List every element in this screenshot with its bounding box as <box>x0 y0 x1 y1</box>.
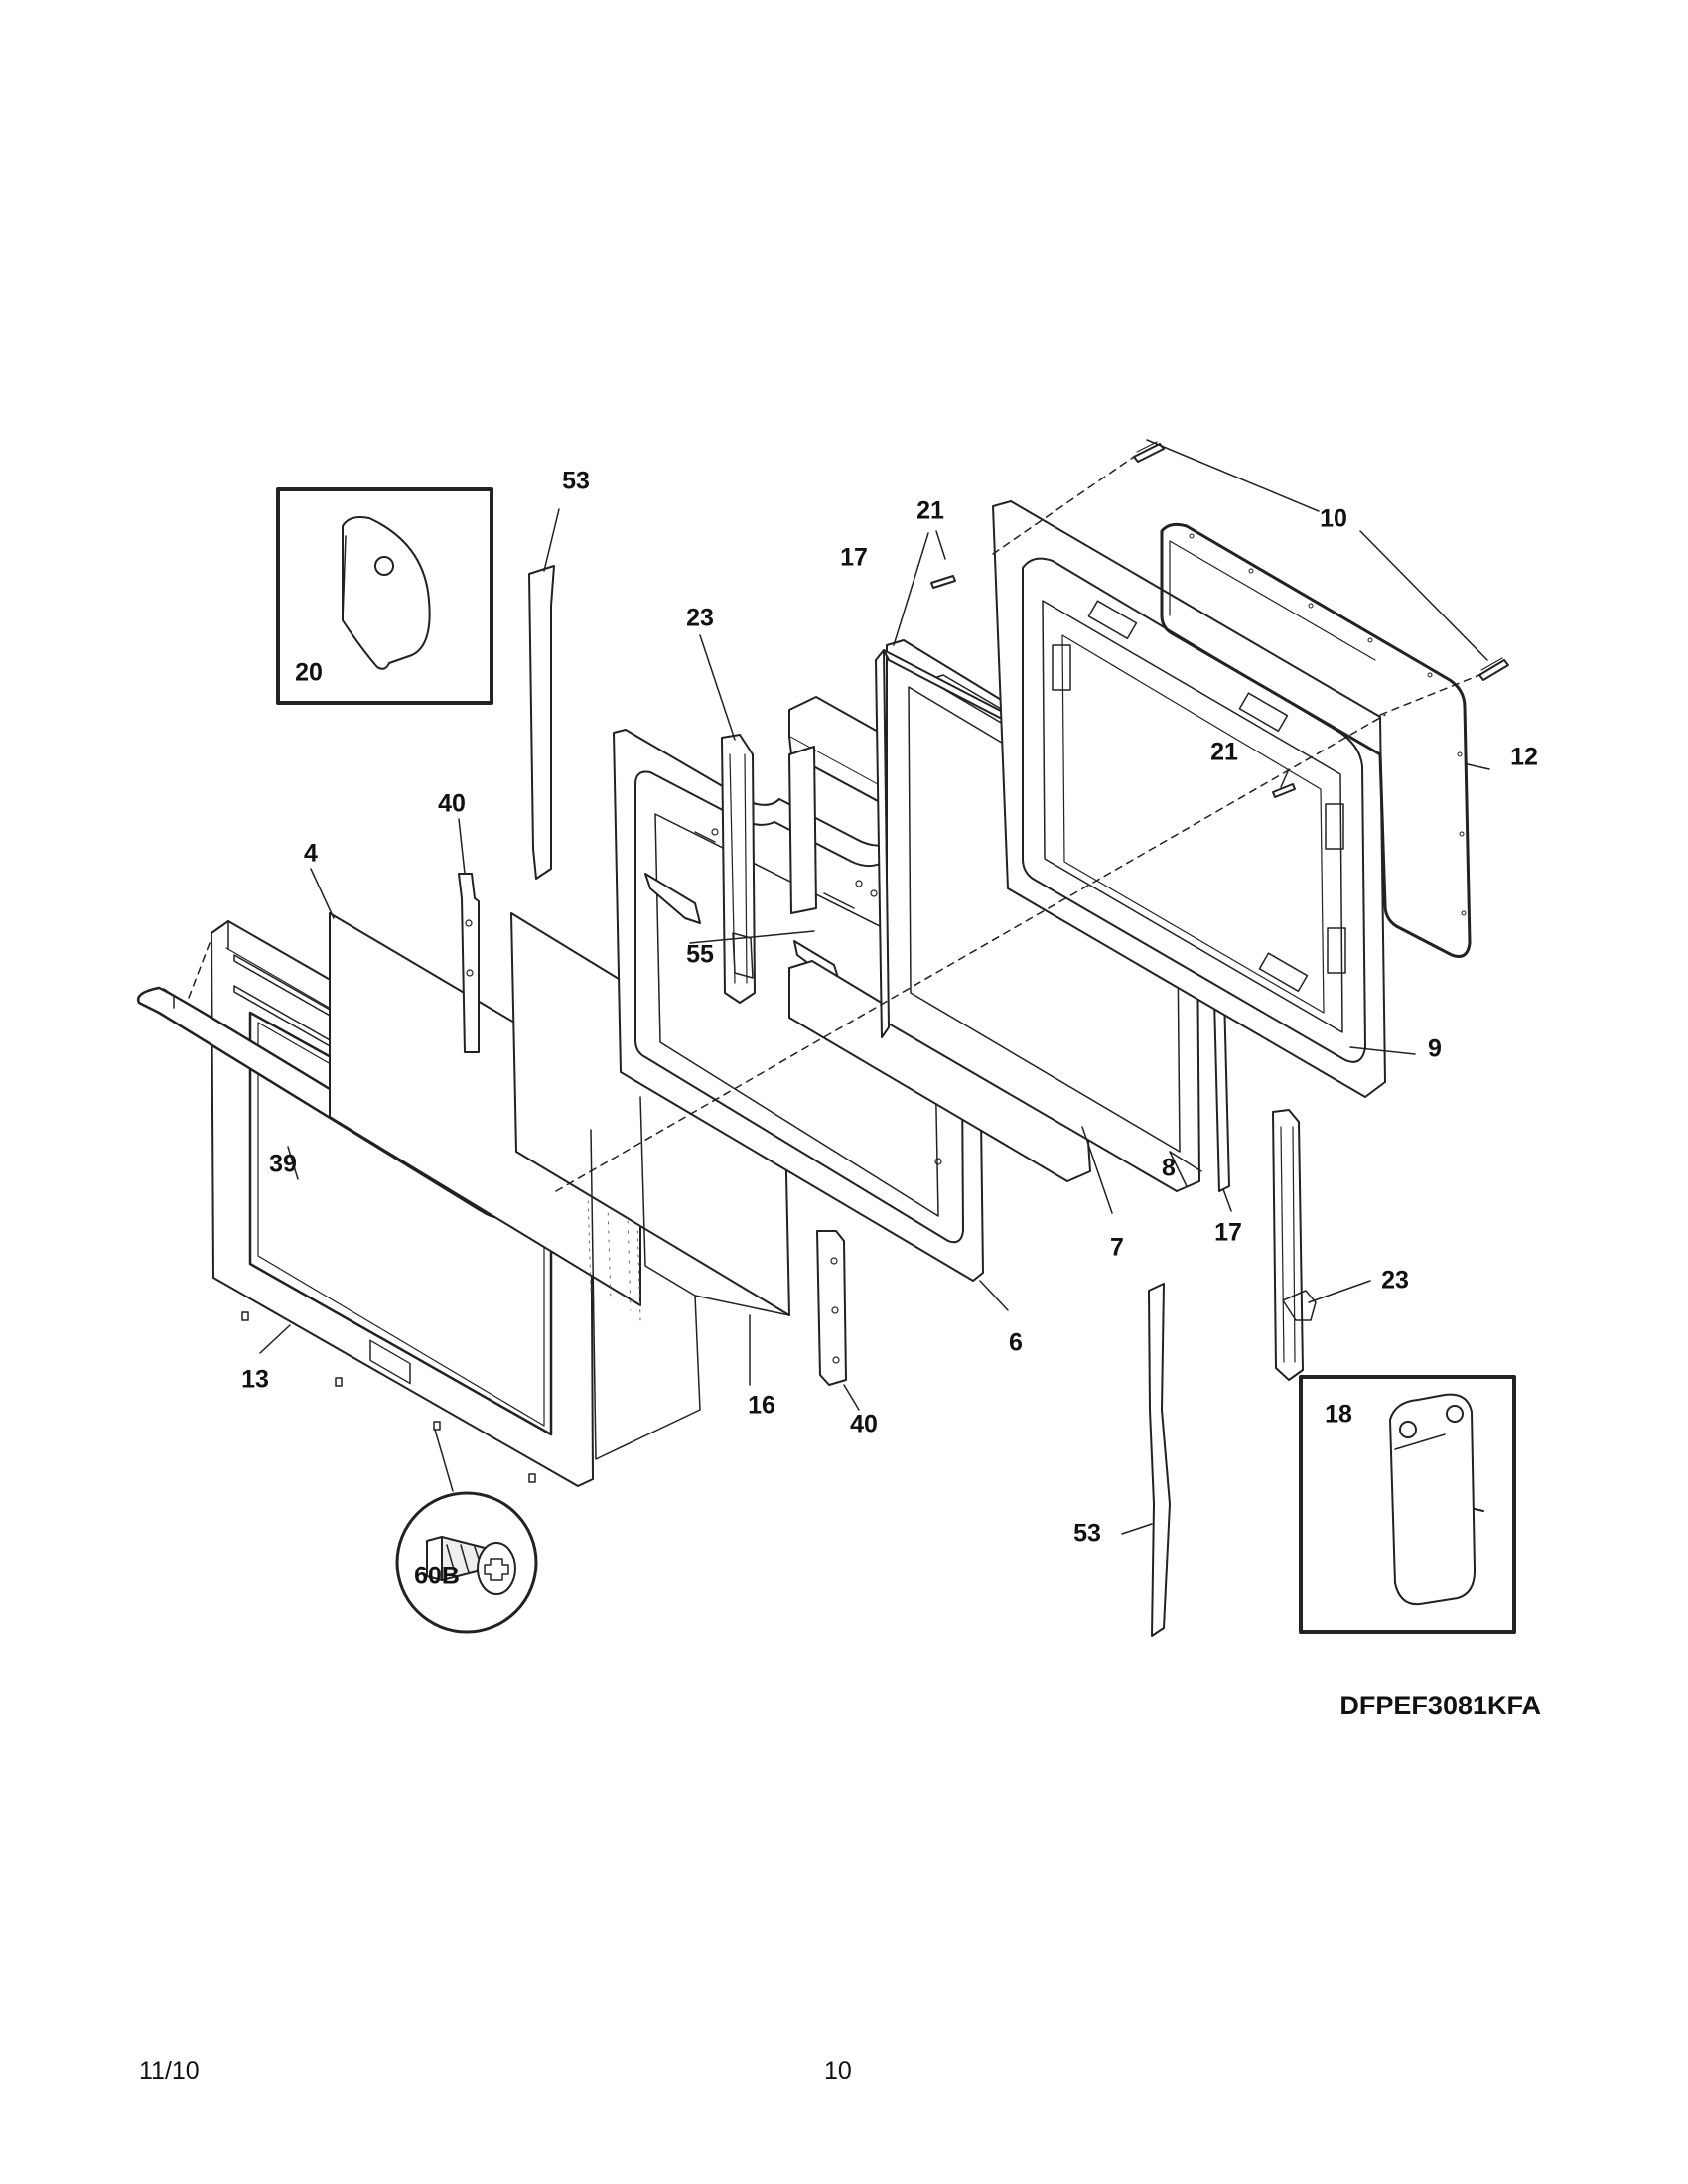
callout-17-lower: 17 <box>1214 1218 1242 1247</box>
hinge-channel-part-40-lower <box>816 1230 847 1386</box>
callout-39: 39 <box>269 1150 297 1178</box>
footer-page-number: 10 <box>824 2057 852 2085</box>
hinge-part-23-upper <box>721 734 756 1004</box>
callout-12: 12 <box>1510 743 1538 771</box>
screw-part-10-upper <box>1133 441 1165 463</box>
screw-part-21-lower <box>1272 783 1296 798</box>
callout-21-upper: 21 <box>916 496 944 525</box>
callout-20: 20 <box>295 658 323 687</box>
vent-shield-part-20 <box>342 516 431 670</box>
leader-lines <box>259 439 1490 1535</box>
screw-part-21-upper <box>930 575 956 589</box>
callout-17-upper: 17 <box>840 543 868 572</box>
vent-shield-hole <box>374 556 394 576</box>
door-gasket-part-12 <box>1160 522 1472 958</box>
callout-18: 18 <box>1325 1400 1352 1429</box>
callout-21-lower: 21 <box>1210 738 1238 766</box>
hinge-cover-part-18 <box>1389 1393 1477 1606</box>
hinge-channel-part-40-upper <box>458 873 480 1053</box>
alignment-lines <box>188 456 1480 1192</box>
callout-53-upper: 53 <box>562 467 590 495</box>
callout-23-upper: 23 <box>686 604 714 632</box>
callout-8: 8 <box>1162 1154 1176 1182</box>
callout-53-lower: 53 <box>1073 1519 1101 1548</box>
callout-55: 55 <box>686 940 714 969</box>
callout-9: 9 <box>1428 1034 1442 1063</box>
callout-40-lower: 40 <box>850 1410 878 1438</box>
callout-13: 13 <box>241 1365 269 1394</box>
callout-10: 10 <box>1320 504 1347 533</box>
hinge-part-23-lower <box>1272 1109 1317 1381</box>
callout-6: 6 <box>1009 1328 1023 1357</box>
callout-60b: 60B <box>414 1562 460 1590</box>
callout-40-upper: 40 <box>438 789 466 818</box>
inset-box-part-20 <box>276 487 493 705</box>
screws-part-60b <box>241 1311 536 1483</box>
screw-part-10-lower <box>1478 657 1509 681</box>
footer-date-code: 11/10 <box>139 2057 200 2085</box>
callout-4: 4 <box>304 839 318 868</box>
inset-box-part-18 <box>1299 1375 1516 1634</box>
model-code: DFPEF3081KFA <box>1339 1691 1541 1720</box>
trim-strip-part-53-upper <box>528 565 555 880</box>
callout-23-lower: 23 <box>1381 1266 1409 1295</box>
inner-door-panel-part-9 <box>992 500 1386 1098</box>
trim-strip-part-53-lower <box>1148 1283 1171 1637</box>
callout-7: 7 <box>1110 1233 1124 1262</box>
callout-16: 16 <box>748 1391 775 1420</box>
screw-detail-part-60b <box>395 1491 538 1634</box>
